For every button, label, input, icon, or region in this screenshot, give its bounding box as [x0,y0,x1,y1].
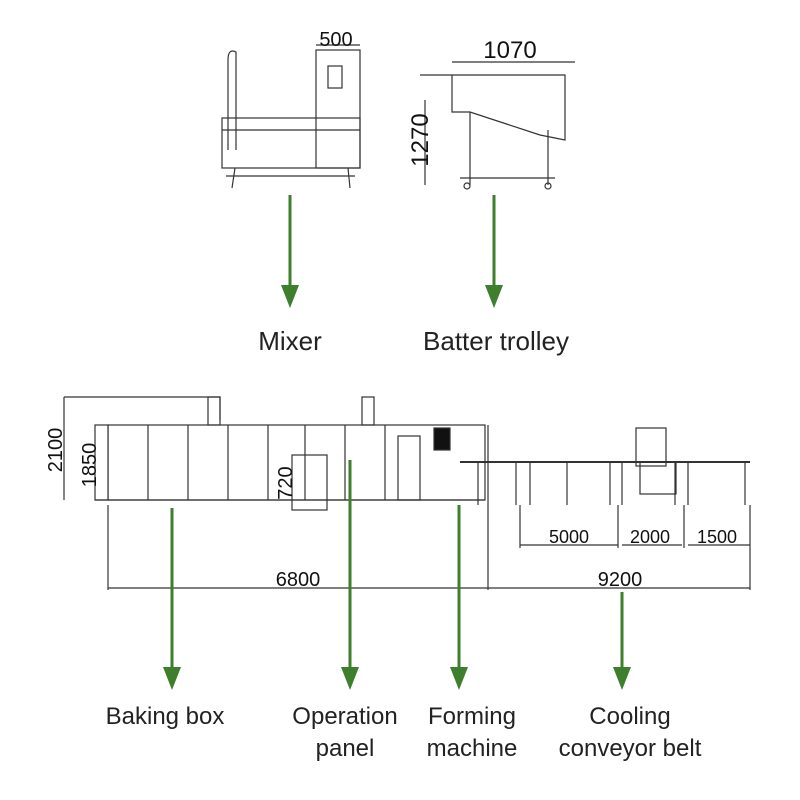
dim-conveyor-seg1: 5000 [549,527,589,547]
dim-conveyor-total: 9200 [598,569,643,591]
arrow-operation-panel [341,460,359,690]
production-line-drawing [63,396,751,590]
label-forming-line1: Forming [427,703,517,730]
arrow-cooling-conveyor [613,592,631,690]
dim-line-height: 2100 [45,428,67,473]
label-cooling-line1: Cooling [589,703,671,730]
arrow-forming-machine [450,505,468,690]
dim-mixer-width: 500 [319,29,352,51]
dim-conveyor-seg3: 1500 [697,527,737,547]
arrow-mixer [281,195,299,308]
dim-oven-length: 6800 [276,569,321,591]
dim-panel-height: 720 [275,466,297,499]
dim-conveyor-seg2: 2000 [630,527,670,547]
dim-oven-height: 1850 [79,443,101,488]
mixer-drawing [221,44,361,189]
dim-trolley-height: 1270 [407,113,434,166]
label-baking-box: Baking box [105,703,225,730]
arrow-trolley [485,195,503,308]
arrow-baking-box [163,508,181,690]
label-operation-line2: panel [315,735,375,762]
label-forming-line2: machine [426,735,518,762]
label-batter-trolley: Batter trolley [423,326,569,356]
dim-trolley-width: 1070 [483,37,536,64]
label-cooling-conveyor: Cooling conveyor belt [540,701,720,765]
label-operation-panel: Operation panel [280,701,410,765]
label-cooling-line2: conveyor belt [558,735,702,762]
label-mixer: Mixer [258,326,322,356]
batter-trolley-drawing [420,61,575,190]
label-operation-line1: Operation [292,703,398,730]
label-forming-machine: Forming machine [410,701,534,765]
